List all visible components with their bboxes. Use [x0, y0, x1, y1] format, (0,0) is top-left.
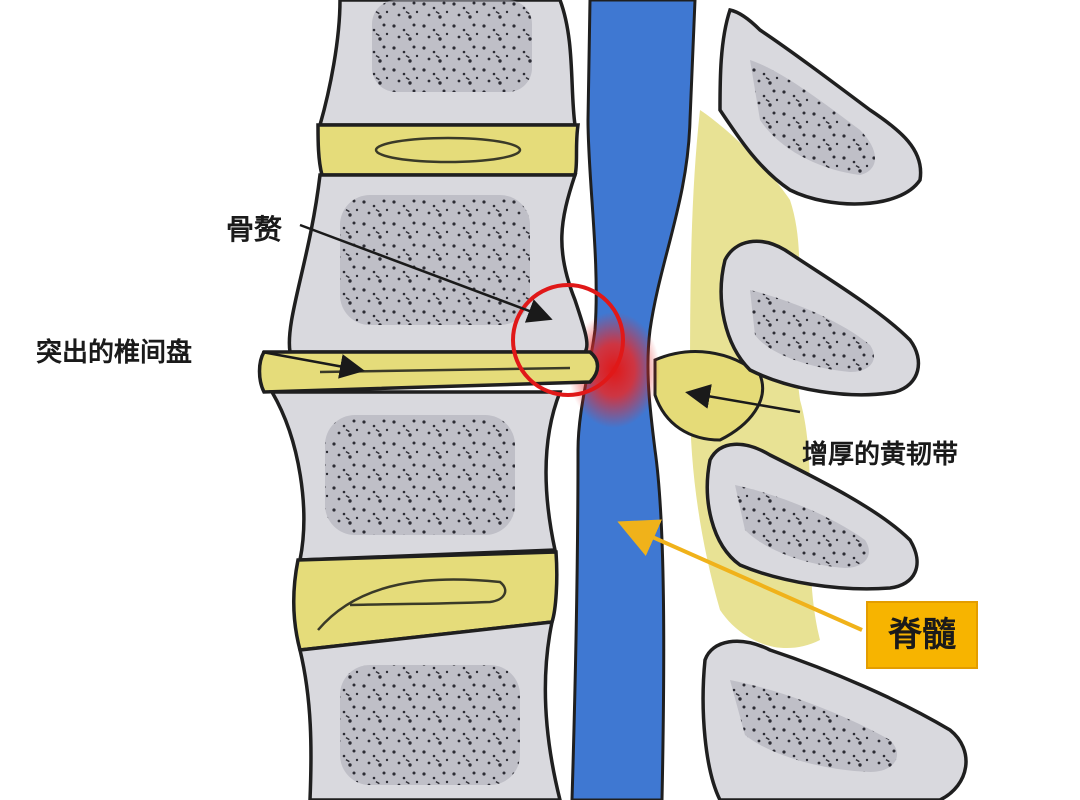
thickened-ligament-label: 增厚的黄韧带: [802, 440, 959, 470]
spinous-process: [701, 639, 968, 800]
vertebral-body: [287, 173, 589, 354]
vertebral-body: [268, 390, 563, 562]
disc-pointer: [261, 350, 365, 379]
bone-spur-label: 骨赘: [226, 213, 283, 246]
bone-spur-pointer: [299, 223, 553, 323]
vertebral-body: [317, 0, 578, 127]
vertebral-body: [297, 619, 562, 800]
herniated-disc-label: 突出的椎间盘: [36, 338, 193, 368]
spinous-process: [718, 7, 923, 206]
spinal-cord-pointer: [617, 519, 863, 632]
spinous-process: [705, 442, 919, 591]
intervertebral-disc: [316, 123, 581, 177]
ligament-pointer: [685, 384, 801, 414]
compression-circle: [511, 283, 625, 397]
spinal-cord-label: 脊髓: [866, 601, 978, 669]
spinous-process: [719, 239, 921, 397]
